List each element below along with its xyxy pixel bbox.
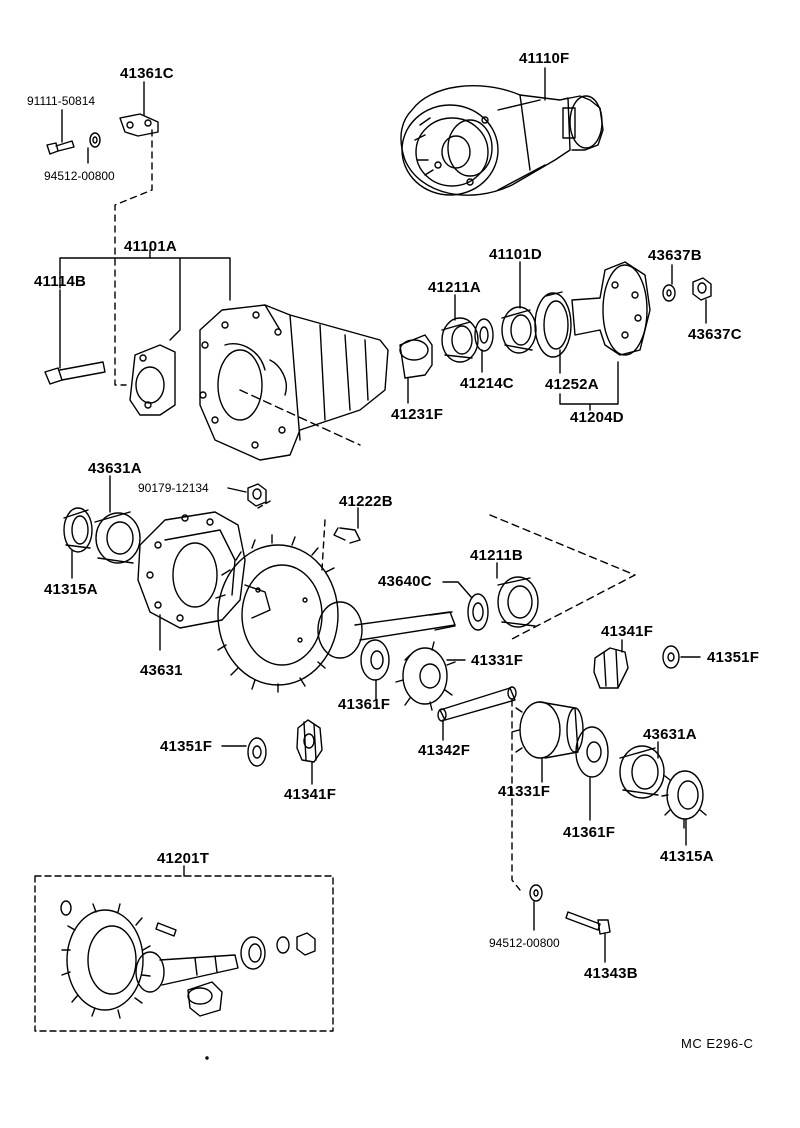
label-41341F-right: 41341F	[601, 623, 654, 640]
label-41315A-left: 41315A	[44, 581, 98, 598]
label-41214C: 41214C	[460, 375, 514, 392]
bolt-91111	[46, 140, 75, 155]
washer-43637B	[662, 284, 676, 302]
label-41101D: 41101D	[489, 246, 542, 263]
bearing-race-41315A-right	[661, 770, 707, 829]
label-41211B: 41211B	[470, 547, 523, 564]
label-41331F-low: 41331F	[498, 783, 551, 800]
label-41252A: 41252A	[545, 376, 599, 393]
label-41315A-right: 41315A	[660, 848, 714, 865]
flange-41204D	[571, 261, 651, 356]
washer-43640C	[467, 593, 489, 631]
reference-code: MC E296-C	[681, 1036, 754, 1051]
kit-spacer	[187, 981, 223, 1017]
bearing-41211A	[441, 317, 479, 363]
label-43631A-right: 43631A	[643, 726, 697, 743]
dashed-line-bracket	[114, 129, 153, 386]
bearing-cap	[129, 344, 176, 416]
dashed-line-shaft	[511, 699, 521, 891]
label-41342F: 41342F	[418, 742, 471, 759]
bearing-41101D	[501, 306, 537, 354]
pinion-gear-41341F-left	[296, 719, 323, 763]
washer-41351F-right	[662, 645, 680, 669]
shaft-41342F	[437, 686, 517, 722]
bolt-41222B	[333, 527, 361, 544]
kit-drive-pinion	[135, 951, 239, 993]
label-41114B: 41114B	[34, 273, 87, 290]
bolt-41343B	[565, 911, 611, 935]
label-41351F-left: 41351F	[160, 738, 213, 755]
spacer-41231F	[399, 334, 433, 379]
dashed-line-pinion	[489, 514, 636, 641]
leader-43640C	[442, 581, 473, 599]
bracket-41101A	[59, 249, 231, 341]
ring-gear	[212, 534, 339, 693]
label-41101A: 41101A	[124, 238, 177, 255]
label-41361F-low: 41361F	[563, 824, 616, 841]
label-43637C: 43637C	[688, 326, 742, 343]
case-43631	[137, 511, 271, 629]
nut-90179	[247, 483, 267, 507]
nut-43637C	[692, 277, 712, 301]
label-94512-00800-top: 94512-00800	[44, 169, 115, 183]
label-41222B: 41222B	[339, 493, 393, 510]
label-43637B: 43637B	[648, 247, 702, 264]
label-41211A: 41211A	[428, 279, 481, 296]
seal-41252A	[534, 291, 572, 358]
kit-nut	[296, 932, 316, 956]
bracket-41204D	[559, 361, 619, 411]
side-gear-41331F-low	[511, 701, 584, 759]
bolt-41114B	[44, 361, 106, 385]
carrier-assembly-41110F	[400, 85, 604, 196]
kit-box-41201T	[34, 875, 334, 1032]
label-41231F: 41231F	[391, 406, 444, 423]
label-41331F-mid: 41331F	[471, 652, 524, 669]
kit-bearing	[240, 936, 266, 970]
bearing-41211B	[497, 576, 539, 628]
pinion-gear-41341F-right	[593, 647, 629, 689]
washer-94512-top	[89, 132, 101, 148]
label-41204D: 41204D	[570, 409, 624, 426]
label-41361F-mid: 41361F	[338, 696, 391, 713]
bearing-race-41315A-left	[63, 507, 93, 553]
label-90179-12134: 90179-12134	[138, 481, 209, 495]
label-41351F-right: 41351F	[707, 649, 760, 666]
label-43631: 43631	[140, 662, 183, 679]
dashed-line-housing	[239, 389, 361, 446]
washer-94512-low	[529, 884, 543, 902]
kit-ring-gear	[61, 903, 151, 1019]
label-41361C: 41361C	[120, 65, 174, 82]
side-gear-41331F-mid	[395, 641, 456, 711]
label-41201T: 41201T	[157, 850, 210, 867]
leader-90179	[227, 487, 247, 493]
label-91111-50814: 91111-50814	[27, 94, 96, 108]
bearing-43631A-right	[619, 745, 665, 799]
label-41110F: 41110F	[519, 50, 570, 67]
stray-dot	[205, 1056, 209, 1060]
pinion-gear-shaft	[317, 601, 456, 659]
dashed-line-nut	[257, 499, 273, 509]
kit-washer-2	[276, 936, 290, 954]
washer-41351F-left	[247, 737, 267, 767]
kit-washer	[60, 900, 72, 916]
housing-41101A	[199, 304, 389, 461]
bracket-41361C	[119, 113, 159, 137]
kit-bolt	[155, 922, 177, 937]
dashed-line-bolt	[321, 519, 326, 571]
label-43631A-top: 43631A	[88, 460, 142, 477]
bearing-43631A-top	[94, 511, 141, 564]
label-41343B: 41343B	[584, 965, 638, 982]
thrust-washer-41361F-low	[575, 726, 609, 778]
label-43640C: 43640C	[378, 573, 432, 590]
washer-41214C	[474, 318, 494, 352]
thrust-washer-41361F-mid	[360, 639, 390, 681]
label-41341F-left: 41341F	[284, 786, 337, 803]
label-94512-00800-low: 94512-00800	[489, 936, 560, 950]
